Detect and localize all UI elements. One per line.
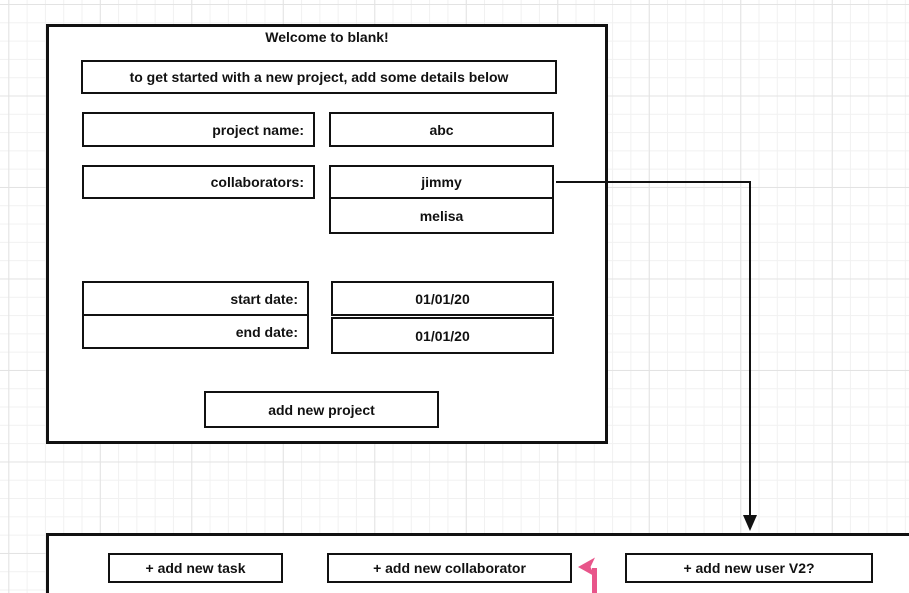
collaborator-value-2[interactable]: melisa (329, 197, 554, 234)
welcome-panel (46, 24, 608, 444)
dates-label-box: start date: end date: (82, 281, 309, 349)
end-date-value[interactable]: 01/01/20 (331, 317, 554, 354)
start-date-value[interactable]: 01/01/20 (331, 281, 554, 316)
arrowhead-down-icon (743, 515, 757, 531)
add-new-user-v2-button[interactable]: + add new user V2? (625, 553, 873, 583)
add-new-collaborator-button[interactable]: + add new collaborator (327, 553, 572, 583)
collaborator-value-1[interactable]: jimmy (329, 165, 554, 199)
start-date-label: start date: (84, 283, 307, 316)
project-name-label: project name: (82, 112, 315, 147)
collaborators-label: collaborators: (82, 165, 315, 199)
intro-banner: to get started with a new project, add s… (81, 60, 557, 94)
add-new-task-button[interactable]: + add new task (108, 553, 283, 583)
project-name-value[interactable]: abc (329, 112, 554, 147)
add-new-project-button[interactable]: add new project (204, 391, 439, 428)
panel-title: Welcome to blank! (265, 29, 389, 45)
end-date-label: end date: (235, 323, 298, 340)
